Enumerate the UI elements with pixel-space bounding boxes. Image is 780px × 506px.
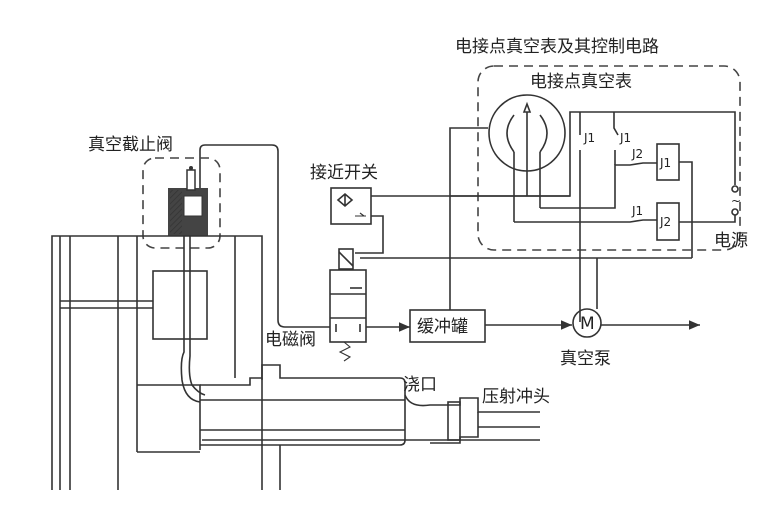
contact-j2-label: J2 xyxy=(631,147,643,161)
buffer-tank xyxy=(409,309,486,343)
wire xyxy=(514,219,657,223)
electric-contact-vacuum-gauge xyxy=(488,94,566,222)
relay-j2-label: J2 xyxy=(659,215,671,229)
ac-symbol: ~ xyxy=(731,194,741,208)
gate-label: 浇口 xyxy=(403,375,437,395)
vacuum-pipe xyxy=(199,144,330,328)
power-terminal xyxy=(731,185,739,193)
power-label: 电源 xyxy=(714,231,748,251)
solenoid-valve xyxy=(329,248,367,362)
wire xyxy=(360,222,693,259)
vacuum-shutoff-valve xyxy=(168,166,208,236)
contact-j1-label: J1 xyxy=(583,131,595,145)
control-circuit-title: 电接点真空表及其控制电路 xyxy=(455,37,659,57)
relay-j1-label: J1 xyxy=(659,156,671,170)
buffer-tank-label: 缓冲罐 xyxy=(417,317,468,337)
proximity-switch xyxy=(330,187,372,225)
motor-label: M xyxy=(580,314,595,334)
shutoff-valve-label: 真空截止阀 xyxy=(88,135,173,155)
vacuum-pump-label: 真空泵 xyxy=(560,349,611,369)
wire xyxy=(355,215,384,254)
shutoff-valve-boundary xyxy=(142,157,221,249)
contact-j1-label: J1 xyxy=(619,131,631,145)
gauge-label: 电接点真空表 xyxy=(530,72,632,92)
wire xyxy=(540,162,657,209)
contact-j1-label: J1 xyxy=(631,204,643,218)
j1-contact-b xyxy=(613,112,619,165)
plunger-label: 压射冲头 xyxy=(482,387,550,407)
vacuum-pump-motor xyxy=(572,308,602,338)
power-terminal xyxy=(731,208,739,216)
control-circuit-boundary xyxy=(477,65,741,251)
die-casting-machine xyxy=(51,235,540,490)
solenoid-valve-label: 电磁阀 xyxy=(265,330,316,350)
wire xyxy=(679,161,736,223)
proximity-switch-label: 接近开关 xyxy=(310,163,378,183)
gauge-pipe xyxy=(449,127,488,310)
